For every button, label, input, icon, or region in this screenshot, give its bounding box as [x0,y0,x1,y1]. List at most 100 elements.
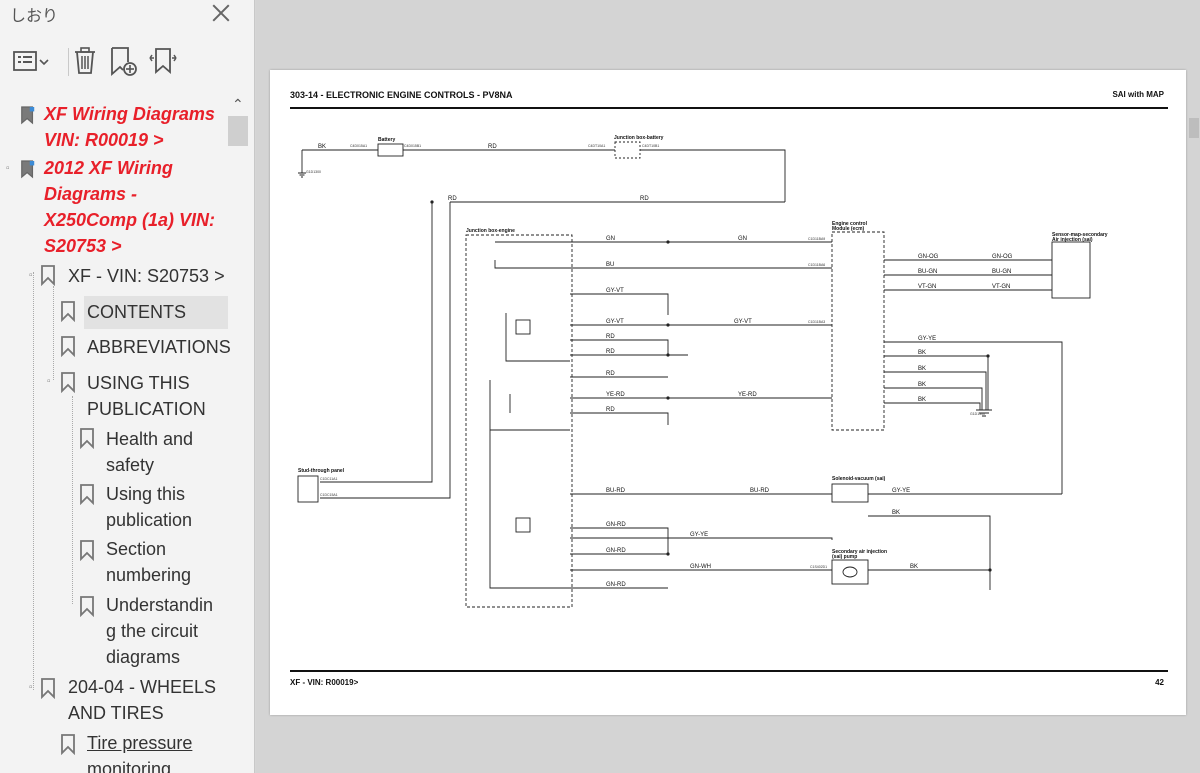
bookmark-label: g the circuit [106,621,199,641]
scrollbar-thumb[interactable] [228,116,248,146]
connector-label: C1D11BA3 [808,320,825,324]
connector-label: C1DC15A1 [320,493,338,497]
bookmark-label: numbering [106,565,192,585]
tree-guide [33,272,34,690]
bookmark-item-section-numbering[interactable]: Section numbering [0,536,228,590]
bookmark-label: Understandin [106,595,214,615]
toolbar-separator [68,48,69,76]
bookmarks-scrollbar[interactable]: ⌃ [228,96,248,773]
wire-label: BK [918,397,926,403]
label-ecm-line2: Module (ecm) [832,226,865,232]
label-junction-box-engine: Junction box-engine [466,228,515,234]
wire-label: RD [488,144,497,150]
connector-label: C4DT10B1 [642,144,659,148]
bookmark-label: XF Wiring Diagrams [44,104,215,124]
wire-label: RD [606,349,615,355]
bookmark-item-understanding-circuit-diagrams[interactable]: Understandin g the circuit diagrams [0,592,228,672]
bookmark-label: CONTENTS [87,302,186,322]
bookmark-icon [41,678,55,699]
bookmark-item-2012-xf-wiring-diagrams[interactable]: ▫ 2012 XF Wiring Diagrams - X250Comp (1a… [0,156,228,260]
wire-label: GY-YE [892,488,910,494]
bookmark-label: ABBREVIATIONS [87,337,230,357]
bookmark-icon [61,336,75,357]
document-viewport[interactable]: 303-14 - ELECTRONIC ENGINE CONTROLS - PV… [256,0,1200,773]
wire-label: GN [738,236,747,242]
document-scrollbar-thumb[interactable] [1189,118,1199,138]
bookmark-icon [80,596,94,617]
connector-label: C1D11BA6 [808,263,825,267]
label-ecm: Engine control [832,221,868,227]
bookmark-label: publication [106,510,193,530]
collapse-toggle-icon[interactable]: ▫ [6,163,10,174]
bookmark-item-wheels-and-tires[interactable]: ▫ 204-04 - WHEELS AND TIRES [0,674,228,728]
label-sensor: Sensor-map-secondary [1052,232,1108,238]
bookmark-label: safety [106,455,155,475]
bookmark-item-abbreviations[interactable]: ABBREVIATIONS [0,332,230,362]
bookmark-icon [61,372,75,393]
close-icon[interactable] [208,0,234,26]
pdf-page: 303-14 - ELECTRONIC ENGINE CONTROLS - PV… [270,70,1186,715]
new-bookmark-icon[interactable] [108,44,140,78]
expand-bookmark-icon[interactable] [146,44,180,78]
page-footer-left: XF - VIN: R00019> [290,678,359,687]
wire-label: BK [892,510,900,516]
bookmark-label: Using this [106,484,186,504]
collapse-toggle-icon[interactable]: ▫ [29,270,33,281]
wire-label: GY-YE [690,532,708,538]
scroll-up-arrow-icon[interactable]: ⌃ [232,96,244,112]
bookmark-label: 2012 XF Wiring [44,158,173,178]
bookmark-item-xf-vin-s20753[interactable]: ▫ XF - VIN: S20753 > [0,262,228,292]
wire-label: RD [606,334,615,340]
bookmark-label: monitoring [87,759,172,773]
bookmark-label: XF - VIN: S20753 > [68,266,225,286]
wire-label: RD [448,196,457,202]
bookmark-icon [21,160,35,179]
bookmark-item-xf-wiring-diagrams[interactable]: XF Wiring Diagrams VIN: R00019 > [0,100,228,152]
trash-icon[interactable] [72,44,98,78]
label-stud-panel: Stud-through panel [298,468,345,474]
wire-label: BK [318,144,326,150]
bookmark-icon [61,301,75,322]
wire-label: GY-VT [606,288,624,294]
options-menu-icon[interactable] [12,44,52,78]
bookmark-icon [61,734,75,755]
bookmark-label: Section [106,539,167,559]
bookmark-label: diagrams [106,647,181,667]
wire-label: GN-RD [606,548,626,554]
wire-label: BK [918,366,926,372]
bookmark-item-contents[interactable]: CONTENTS [0,296,228,330]
connector-label: C4DT10A1 [588,144,605,148]
connector-label: C1DC11A1 [320,477,337,481]
bookmarks-panel-title: しおり [10,8,59,25]
bookmark-icon [80,540,94,561]
label-sensor-line2: Air injection (sai) [1052,237,1093,243]
wire-label: RD [606,371,615,377]
wire-label: YE-RD [738,392,757,398]
bookmark-item-health-and-safety[interactable]: Health and safety [0,424,228,478]
selection-highlight [84,296,228,329]
wire-label: VT-GN [992,284,1010,290]
bookmark-item-using-this-publication-sub[interactable]: Using this publication [0,480,228,534]
page-number: 42 [1155,678,1164,687]
page-header-right: SAI with MAP [1112,90,1164,99]
connector-label: C1S402D1 [810,565,827,569]
document-scrollbar[interactable] [1188,0,1200,773]
bookmark-label: USING THIS [87,373,190,393]
bookmark-item-tire-pressure-monitoring[interactable]: Tire pressure monitoring [0,730,228,773]
bookmark-item-using-this-publication[interactable]: ▫ USING THIS PUBLICATION [0,368,228,422]
connector-label: G1D1300 [306,170,321,174]
collapse-toggle-icon[interactable]: ▫ [47,376,51,387]
bookmark-label: Health and [106,429,194,449]
wire-label: GN-OG [918,254,939,260]
tree-guide [72,396,73,604]
wire-label: GY-YE [918,336,936,342]
wire-label: GY-VT [606,319,624,325]
collapse-toggle-icon[interactable]: ▫ [29,682,33,693]
bookmark-label: 204-04 - WHEELS [68,677,217,697]
bookmark-icon [21,106,35,125]
bookmarks-panel: しおり [0,0,255,773]
wire-label: BU-RD [750,488,770,494]
wiring-diagram: Battery Junction box-battery Junction bo… [297,135,1108,608]
tree-guide [53,286,54,380]
label-battery: Battery [378,137,395,143]
